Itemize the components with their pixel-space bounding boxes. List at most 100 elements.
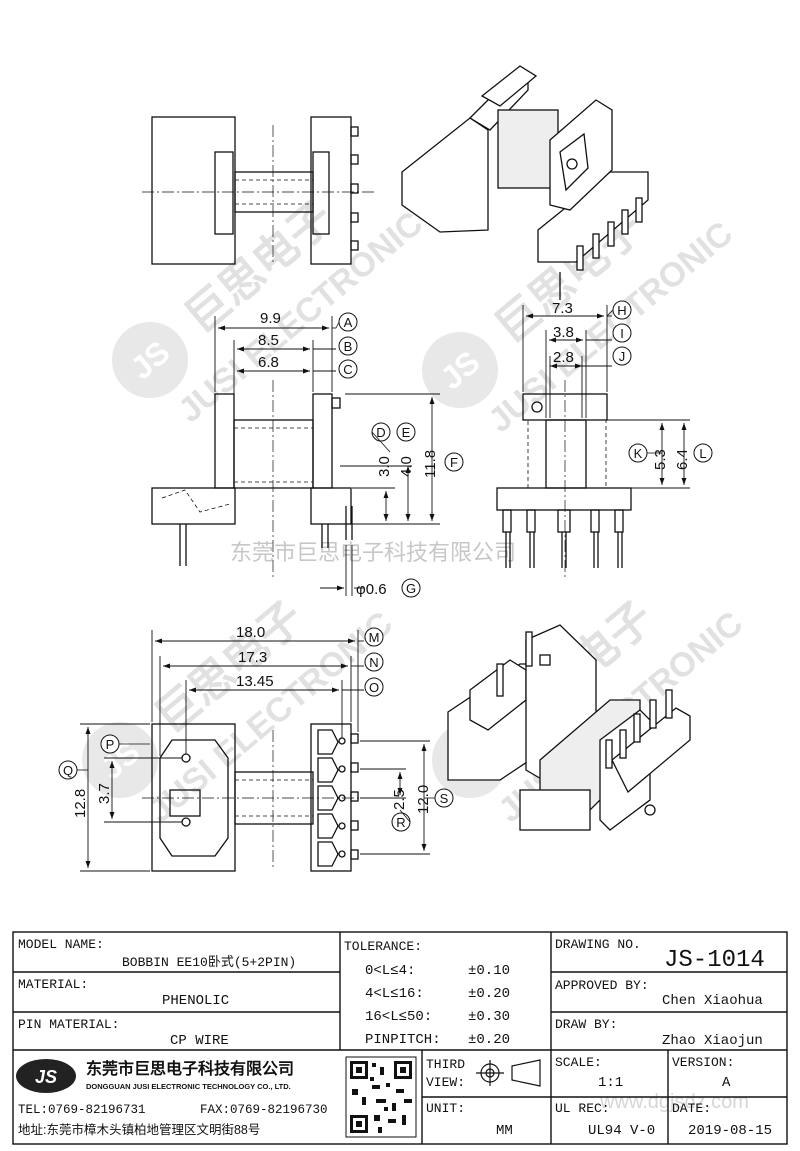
- dim-11-8: 11.8: [422, 450, 439, 478]
- top-plan-view: [142, 116, 375, 265]
- unit-label: UNIT:: [426, 1101, 465, 1116]
- pin-material-label: PIN MATERIAL:: [18, 1017, 119, 1032]
- dim-3-0: 3.0: [376, 456, 393, 477]
- svg-text:N: N: [369, 655, 378, 670]
- drawing-no-label: DRAWING NO.: [555, 937, 641, 952]
- tol-range-2: 16<L≤50:: [365, 1009, 432, 1025]
- dim-13-45: 13.45: [236, 673, 274, 690]
- title-block-text: MODEL NAME: BOBBIN EE10卧式(5+2PIN) MATERI…: [16, 937, 772, 1139]
- dim-3-7: 3.7: [96, 783, 113, 804]
- tol-range-3: PINPITCH:: [365, 1032, 441, 1048]
- third-angle-projection-icon: [476, 1059, 541, 1087]
- ul-rec-value: UL94 V-0: [588, 1123, 655, 1139]
- svg-text:A: A: [344, 315, 353, 330]
- dim-8-5: 8.5: [258, 332, 279, 349]
- side-dim-text: 7.3 3.8 2.8 5.3 6.4: [552, 300, 691, 470]
- dim-2-8: 2.8: [553, 349, 574, 366]
- version-value: A: [722, 1075, 731, 1091]
- draw-value: Zhao Xiaojun: [662, 1033, 763, 1049]
- dim-18-0: 18.0: [236, 624, 265, 641]
- svg-text:H: H: [617, 303, 626, 318]
- svg-text:I: I: [620, 326, 624, 341]
- callout-L: L: [693, 443, 713, 463]
- date-value: 2019-08-15: [688, 1123, 772, 1139]
- dim-9-9: 9.9: [260, 310, 281, 327]
- dim-4-0: 4.0: [398, 456, 415, 477]
- front-view: [151, 380, 353, 580]
- version-label: VERSION:: [672, 1055, 734, 1070]
- svg-text:P: P: [106, 737, 115, 752]
- tol-value-2: ±0.30: [468, 1009, 510, 1025]
- dim-17-3: 17.3: [238, 649, 267, 666]
- svg-text:K: K: [634, 446, 643, 461]
- svg-text:D: D: [376, 425, 385, 440]
- company-name-cn: 东莞市巨思电子科技有限公司: [86, 1059, 294, 1078]
- company-name-en: DONGGUAN JUSI ELECTRONIC TECHNOLOGY CO.,…: [86, 1082, 291, 1091]
- dim-3-8: 3.8: [553, 324, 574, 341]
- callout-N: N: [364, 652, 384, 672]
- bottom-dimensions: [80, 630, 430, 872]
- tolerance-label: TOLERANCE:: [344, 939, 422, 954]
- third-view-label-1: THIRD: [426, 1057, 465, 1072]
- side-view: [496, 380, 632, 578]
- svg-text:R: R: [396, 815, 405, 830]
- dim-12-0: 12.0: [415, 785, 432, 814]
- callout-E: E: [396, 422, 416, 442]
- fax: FAX:0769-82196730: [200, 1103, 328, 1117]
- ul-rec-label: UL REC:: [555, 1101, 610, 1116]
- third-view-label-2: VIEW:: [426, 1075, 465, 1090]
- dim-5-3: 5.3: [652, 449, 669, 470]
- svg-text:E: E: [402, 425, 411, 440]
- callout-M: M: [364, 627, 384, 647]
- isometric-view-bottom: [447, 624, 691, 831]
- scale-label: SCALE:: [555, 1055, 602, 1070]
- svg-text:M: M: [369, 630, 380, 645]
- svg-text:G: G: [406, 581, 416, 596]
- callout-C: C: [338, 359, 358, 379]
- callout-A: A: [338, 312, 358, 332]
- callout-P: P: [100, 734, 120, 754]
- callout-F: F: [444, 452, 464, 472]
- callout-Q: Q: [58, 760, 78, 780]
- dim-7-3: 7.3: [552, 300, 573, 317]
- svg-text:O: O: [369, 680, 379, 695]
- dim-6-8: 6.8: [258, 354, 279, 371]
- material-value: PHENOLIC: [162, 993, 229, 1009]
- tol-value-1: ±0.20: [468, 986, 510, 1002]
- tol-value-3: ±0.20: [468, 1032, 510, 1048]
- isometric-view-top: [401, 65, 649, 300]
- dim-12-8: 12.8: [72, 789, 89, 818]
- bottom-view: [142, 723, 375, 872]
- draw-label: DRAW BY:: [555, 1017, 617, 1032]
- tel: TEL:0769-82196731: [18, 1103, 146, 1117]
- dim-pin-dia: φ0.6: [356, 581, 387, 598]
- callout-S: S: [434, 788, 454, 808]
- bottom-dim-text: 18.0 17.3 13.45 12.8 3.7 2.5 12.0: [72, 624, 432, 818]
- approved-value: Chen Xiaohua: [662, 993, 763, 1009]
- svg-text:JS: JS: [35, 1067, 57, 1087]
- callout-G: G: [401, 578, 421, 598]
- callout-H: H: [612, 300, 632, 320]
- model-name-value: BOBBIN EE10卧式(5+2PIN): [122, 955, 296, 970]
- model-name-label: MODEL NAME:: [18, 937, 104, 952]
- address: 地址:东莞市樟木头镇柏地管理区文明街88号: [18, 1122, 260, 1137]
- side-dimensions: [522, 305, 690, 489]
- front-dimensions: [214, 316, 440, 596]
- svg-text:S: S: [440, 791, 449, 806]
- callout-K: K: [628, 443, 648, 463]
- svg-text:C: C: [343, 362, 352, 377]
- scale-value: 1:1: [598, 1075, 623, 1091]
- callout-I: I: [612, 323, 632, 343]
- pin-material-value: CP WIRE: [170, 1033, 229, 1049]
- tol-value-0: ±0.10: [468, 963, 510, 979]
- callout-B: B: [338, 336, 358, 356]
- dim-6-4: 6.4: [674, 449, 691, 470]
- svg-text:B: B: [344, 339, 353, 354]
- front-dim-text: 9.9 8.5 6.8 3.0 4.0 11.8 φ0.6: [258, 310, 439, 598]
- drawing-no-value: JS-1014: [664, 947, 765, 974]
- svg-text:J: J: [619, 349, 626, 364]
- company-logo: JS: [16, 1059, 76, 1093]
- svg-text:L: L: [699, 446, 706, 461]
- svg-text:F: F: [450, 455, 458, 470]
- qr-code: [345, 1056, 417, 1138]
